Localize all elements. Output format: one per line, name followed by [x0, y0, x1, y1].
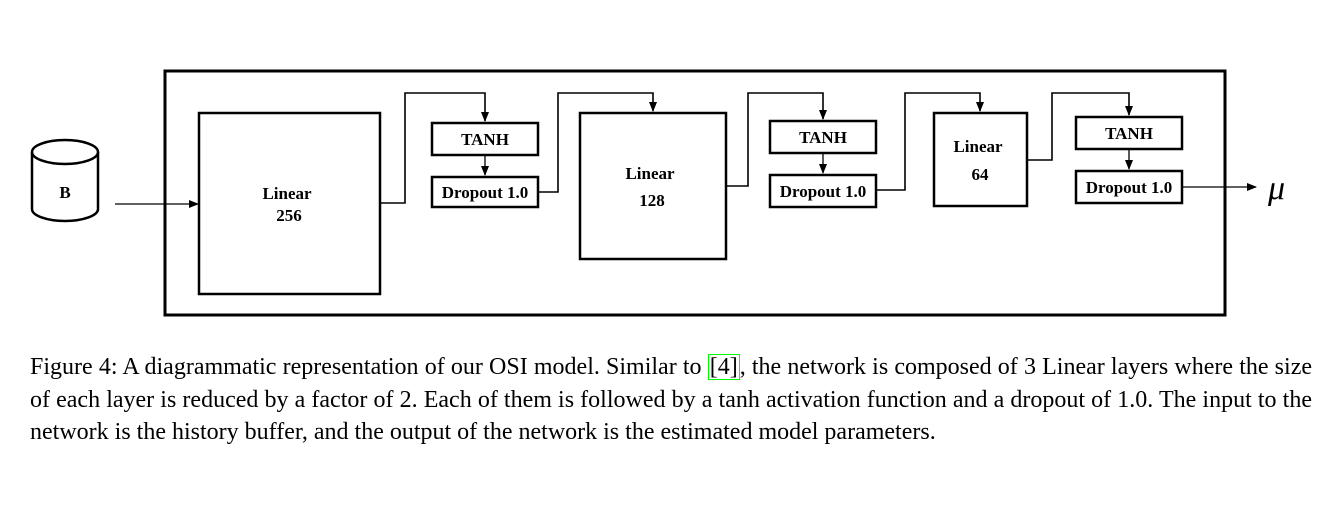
linear-128-name: Linear [625, 164, 675, 183]
input-buffer-cylinder: B [30, 138, 100, 223]
caption-text-before-cite: Figure 4: A diagrammatic representation … [30, 354, 708, 380]
citation-link[interactable]: [4] [707, 354, 740, 380]
figure-caption: Figure 4: A diagrammatic representation … [30, 351, 1312, 449]
connector-linear256-to-tanh1 [380, 92, 489, 204]
tanh-2-label: TANH [799, 128, 847, 147]
model-frame [163, 69, 1227, 317]
connector-dropout1-to-tanh2 [538, 92, 657, 193]
linear-64-name: Linear [953, 137, 1003, 156]
linear-128-size: 128 [639, 191, 665, 210]
connector-linear128-to-tanh2 [726, 92, 827, 187]
dropout-2-label: Dropout 1.0 [780, 182, 867, 201]
connector-linear64-to-tanh3 [1027, 92, 1133, 161]
input-label: B [59, 183, 70, 202]
linear-256-box [197, 111, 382, 296]
linear-64-box [932, 111, 1029, 208]
output-mu-label: μ [1267, 170, 1285, 207]
linear-256-size: 256 [276, 206, 302, 225]
linear-64-size: 64 [972, 165, 990, 184]
osi-model-diagram: B Linear 256 TANH Dropout 1.0 Linear 128… [30, 69, 1285, 317]
dropout-1-label: Dropout 1.0 [442, 183, 529, 202]
tanh-3-label: TANH [1105, 124, 1153, 143]
dropout-3-label: Dropout 1.0 [1086, 178, 1173, 197]
caption-text-after-cite: , the network is composed of 3 Linear la… [30, 354, 1312, 445]
linear-128-box [578, 111, 728, 261]
tanh-1-label: TANH [461, 130, 509, 149]
connector-dropout2-to-linear64 [876, 92, 984, 191]
dropout-2-box [768, 173, 878, 209]
linear-256-name: Linear [262, 184, 312, 203]
